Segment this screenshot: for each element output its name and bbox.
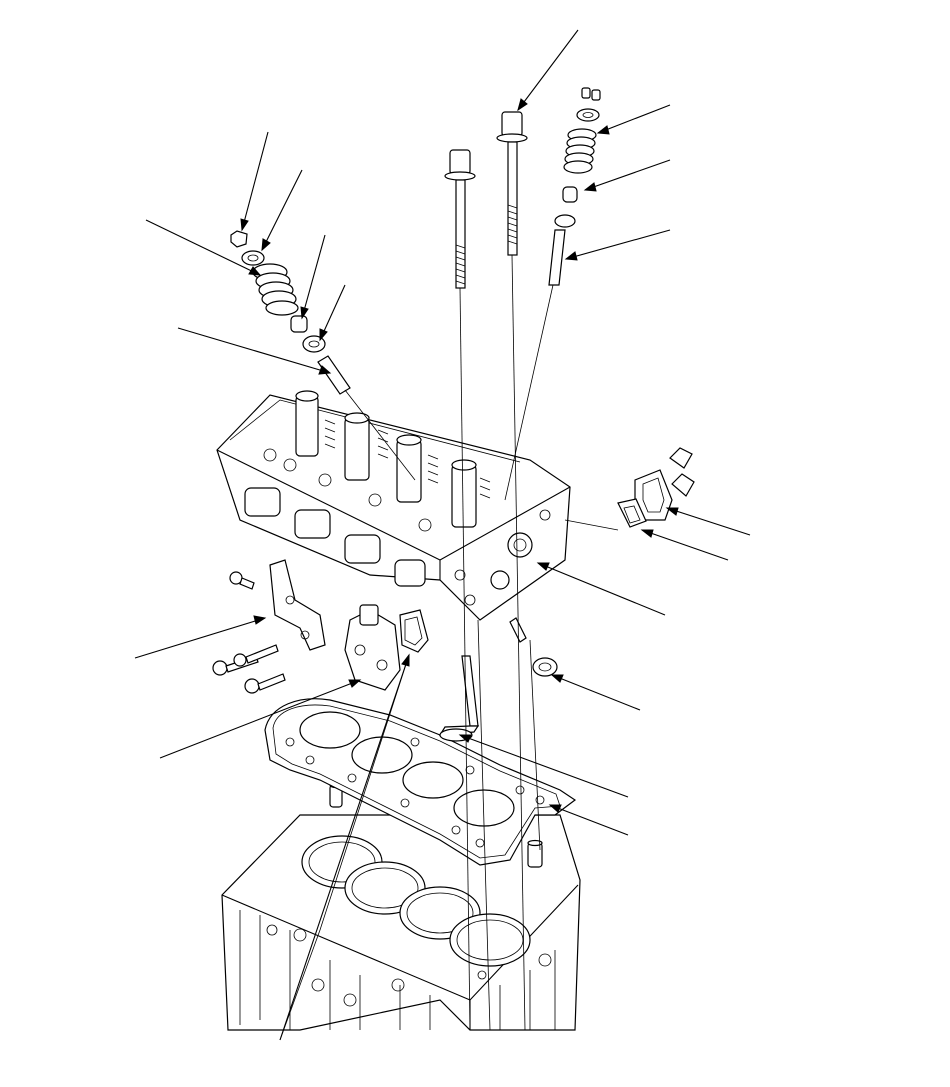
valve-guide-right: [548, 229, 566, 286]
valve-seal-left: [290, 315, 308, 333]
valve-keeper-left: [230, 230, 248, 248]
spring-seat-right: [554, 214, 576, 228]
spring-retainer-left: [241, 250, 265, 266]
cylinder-head: [216, 390, 571, 621]
bracket: [269, 559, 326, 651]
valve-spring-right: [563, 128, 597, 174]
head-bolt-2: [496, 111, 528, 256]
bracket-bolts: [212, 571, 286, 694]
callout-leaders: [134, 29, 751, 1041]
valve-guide-left: [317, 355, 351, 395]
spring-retainer-right: [576, 108, 600, 122]
sealing-bolt: [509, 617, 558, 677]
valve: [438, 655, 480, 742]
filter: [617, 498, 647, 528]
solenoid-gasket: [399, 609, 429, 653]
valve-keeper-right: [581, 87, 601, 101]
valve-spring-left: [252, 263, 299, 316]
head-gasket: [264, 698, 577, 866]
engine-block: [221, 814, 581, 1031]
spool-valve-gasket: [634, 469, 673, 521]
head-bolt-1: [444, 149, 476, 289]
valve-seal-right: [562, 186, 578, 203]
dowel-pin-right: [527, 839, 543, 868]
rocker-oil-control-valve: [344, 604, 401, 691]
oil-pressure-switch: [669, 447, 695, 497]
